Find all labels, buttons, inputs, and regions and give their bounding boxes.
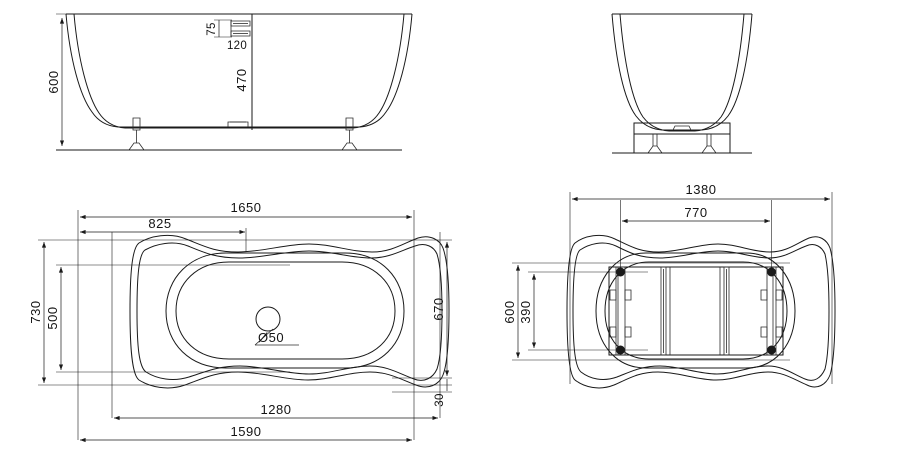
dim-label-120: 120 (227, 40, 247, 52)
dim-label-drain-d50: Ø50 (258, 330, 284, 345)
dim-label-730: 730 (28, 300, 43, 323)
frame-centre-rails (661, 267, 729, 355)
dim-length-825: 825 (80, 216, 245, 235)
tub-inner-wall-left (74, 14, 125, 128)
frame-leg-marker-br (767, 345, 776, 355)
side-outer-wall-left (612, 14, 662, 130)
dim-length-1280: 1280 (114, 402, 438, 421)
view-frame-plan: 1380 770 600 390 (502, 182, 835, 388)
drain-leader-line (255, 329, 273, 345)
dim-label-30: 30 (434, 393, 446, 406)
view-side-elevation (612, 14, 752, 153)
frame-plan-outer-shell (567, 235, 835, 388)
frame-plan-basin-outer (596, 253, 795, 368)
overflow-fitting (231, 20, 250, 37)
dim-overflow-75: 75 (206, 20, 232, 37)
dim-label-390: 390 (518, 300, 533, 323)
dim-label-670: 670 (431, 297, 446, 320)
dim-label-75: 75 (206, 22, 218, 35)
side-outer-wall-right (702, 14, 752, 130)
drain-hole (256, 307, 280, 331)
dim-label-1380: 1380 (686, 182, 717, 197)
dim-width-670: 670 (431, 242, 450, 376)
dim-length-1650: 1650 (80, 200, 412, 220)
plan-inner-basin-inner (176, 262, 395, 359)
dim-label-500: 500 (45, 306, 60, 329)
dim-label-600: 600 (46, 70, 61, 93)
dim-label-1650: 1650 (231, 200, 262, 215)
dim-length-1590: 1590 (80, 424, 412, 443)
tub-outer-wall-left (66, 14, 118, 127)
dim-frame-1380: 1380 (572, 182, 830, 202)
dim-frame-600: 600 (502, 265, 521, 358)
support-frame-outline (609, 267, 783, 355)
dim-height-600: 600 (46, 18, 65, 146)
dim-offset-30: 30 (434, 379, 447, 407)
view-top-plan: Ø50 1650 825 730 500 (28, 200, 452, 443)
tub-outer-wall-right (360, 14, 412, 127)
side-inner-wall-right (695, 14, 744, 131)
dim-label-1280: 1280 (261, 402, 292, 417)
dim-frame-770: 770 (622, 205, 770, 224)
dim-width-730: 730 (28, 242, 47, 383)
dim-depth-470: 470 (234, 68, 249, 91)
dim-label-825: 825 (148, 216, 171, 231)
dim-label-1590: 1590 (231, 424, 262, 439)
dim-width-500: 500 (45, 267, 64, 370)
dim-label-470: 470 (234, 68, 249, 91)
view-front-elevation: 600 75 120 470 (46, 14, 412, 150)
frame-plan-offset-shell (573, 243, 829, 380)
dim-label-770: 770 (684, 205, 707, 220)
dim-frame-390: 390 (518, 274, 537, 348)
tub-inner-wall-right (353, 14, 404, 128)
dim-overflow-120: 120 (227, 40, 247, 52)
side-drain-boss (673, 126, 691, 130)
plan-outer-shell (130, 235, 449, 388)
plan-inner-basin-outer (166, 253, 404, 368)
dim-label-600b: 600 (502, 300, 517, 323)
side-inner-wall-left (620, 14, 669, 131)
